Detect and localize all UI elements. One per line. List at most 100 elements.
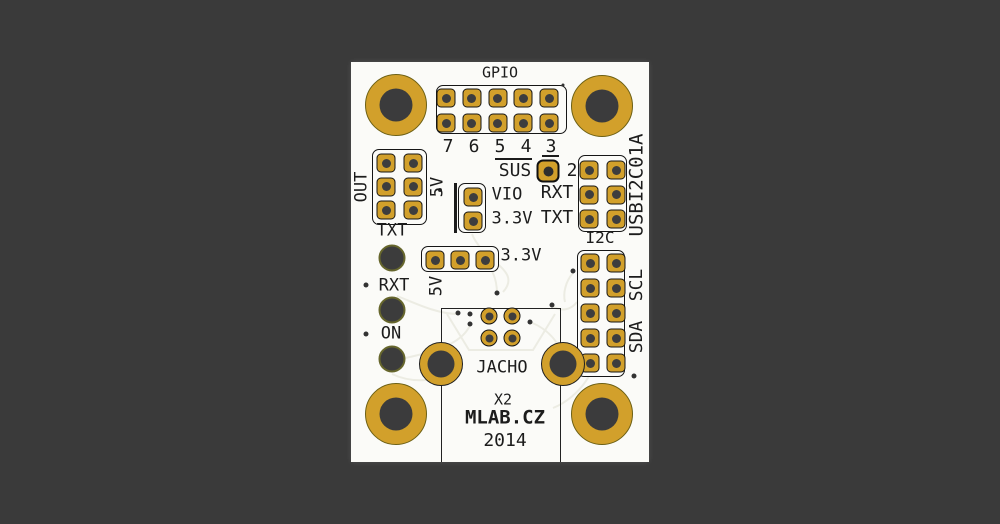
pin-pad [436,88,456,108]
pin3-underline [542,155,559,157]
via-dot [549,302,555,308]
mounting-hole-bottom-right [571,383,633,445]
pin-pad [403,200,423,220]
i2c-lower-header [577,250,626,377]
pin-pad [606,185,626,204]
pin-pad [450,250,470,270]
via-dot [363,331,369,337]
sus-overline [495,158,532,160]
i2c-upper-header [578,155,627,232]
out-header [372,149,427,225]
led-on-label: ON [380,323,402,344]
pin-pad [606,253,626,273]
pin-pad [403,177,423,196]
via-dot [561,83,565,87]
pin-pad [376,200,396,220]
sus-label: SUS [498,160,532,181]
i2c-rxt-label: RXT [540,182,574,203]
sda-label: SDA [626,320,647,354]
mounting-hole-bottom-left [365,383,427,445]
via-dot [467,311,473,317]
pin-pad [488,113,507,133]
pin-pad [513,88,533,108]
pin-pad [579,185,599,204]
pin-pad [580,303,600,323]
pin-pad [539,113,559,133]
pin-pad [436,113,456,133]
usb-designator: X2 [493,390,513,409]
i2c-label: I2C [585,228,615,247]
pin-pad [475,250,495,270]
sus-pad [536,159,560,183]
usb-mount-pad-right [541,342,585,386]
pin-pad [606,353,626,373]
pin-pad [513,113,533,133]
usb-label: JACHO [476,357,528,378]
scl-label: SCL [626,268,647,302]
power-header [421,246,499,272]
gpio-header [436,85,567,134]
usb-mount-pad-left [419,342,463,386]
out-label: OUT [351,171,372,203]
pin-pad [403,153,423,173]
gpio-pin-number: 3 [545,136,557,157]
pin-pad [580,253,600,273]
pin-pad [463,187,483,207]
via-dot [570,268,576,274]
pin-pad [463,211,483,231]
pcb-board: GPIO 7 6 5 4 3 OUT 5V TXT RXT ON SUS 2 V… [351,62,649,462]
pin-pad [606,160,626,180]
gpio-pin-number: 5 [494,136,506,157]
vio-33v-label: 3.3V [491,208,533,229]
via-dot [494,290,500,296]
gpio-label: GPIO [481,63,519,82]
mounting-hole-top-left [365,74,427,136]
pin-pad [539,88,559,108]
pin-pad [376,153,396,173]
sus-pin-number: 2 [566,160,578,181]
led-rxt [378,296,406,324]
pin-pad [376,177,396,196]
vio-pin1-bar [454,183,457,233]
pin-pad [606,278,626,298]
year-label: 2014 [483,430,527,451]
via-dot [631,373,637,379]
pin-pad [503,329,521,347]
pin-pad [462,88,482,108]
vio-label: VIO [491,184,523,205]
board-name-label: USBI2C01A [625,133,648,237]
led-txt [378,244,406,272]
pin-pad [606,209,626,229]
pin-pad [580,278,600,298]
gpio-pin-number: 4 [520,136,532,157]
copper-traces [391,233,590,409]
mounting-hole-top-right [571,75,633,137]
pin-pad [480,307,498,325]
pin-pad [488,88,507,108]
gpio-pin-number: 7 [442,136,454,157]
pin-pad [579,160,599,180]
pin-pad [503,307,521,325]
via-dot [455,310,461,316]
vio-header [458,183,486,233]
pin-pad [462,113,482,133]
power-33v-label: 3.3V [500,245,542,266]
usb-signal-pads [480,307,522,349]
pin-pad [480,329,498,347]
pin-pad [606,303,626,323]
gpio-pin-number: 6 [468,136,480,157]
pin-pad [579,209,599,229]
power-5v-label: 5V [426,275,447,297]
pin-pad [580,328,600,348]
out-5v-label: 5V [427,176,448,198]
pin-pad [606,328,626,348]
pin-pad [425,250,445,270]
led-rxt-label: RXT [378,275,410,296]
led-txt-label: TXT [376,220,408,241]
i2c-txt-label: TXT [540,207,574,228]
via-dot [438,188,442,192]
via-dot [363,282,369,288]
brand-label: MLAB.CZ [464,406,546,429]
led-on [378,345,406,373]
